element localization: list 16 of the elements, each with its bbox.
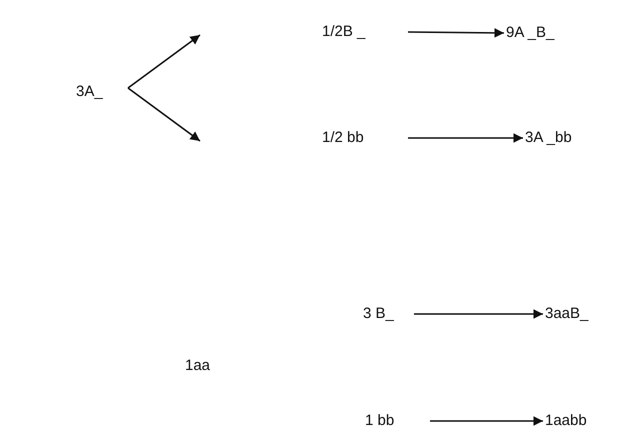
arrow — [408, 28, 504, 38]
genotype-label: 1/2B _ — [322, 23, 405, 41]
arrow — [128, 34, 200, 89]
genotype-label: 3A_ — [76, 83, 124, 101]
genotype-label: 1 bb — [365, 412, 427, 430]
genotype-label: 3 B_ — [363, 305, 411, 323]
genotype-label: 1/2 bb — [322, 129, 405, 147]
genotype-label: 3A _bb — [525, 129, 620, 147]
arrow — [128, 87, 200, 142]
genotype-label: 1aa — [185, 357, 233, 375]
arrow — [430, 416, 543, 426]
genotype-label: 9A _B_ — [506, 24, 606, 42]
genotype-label: 3aaB_ — [545, 305, 634, 323]
arrow — [408, 133, 523, 143]
genotype-label: 1aabb — [545, 412, 625, 430]
arrow — [414, 309, 543, 319]
